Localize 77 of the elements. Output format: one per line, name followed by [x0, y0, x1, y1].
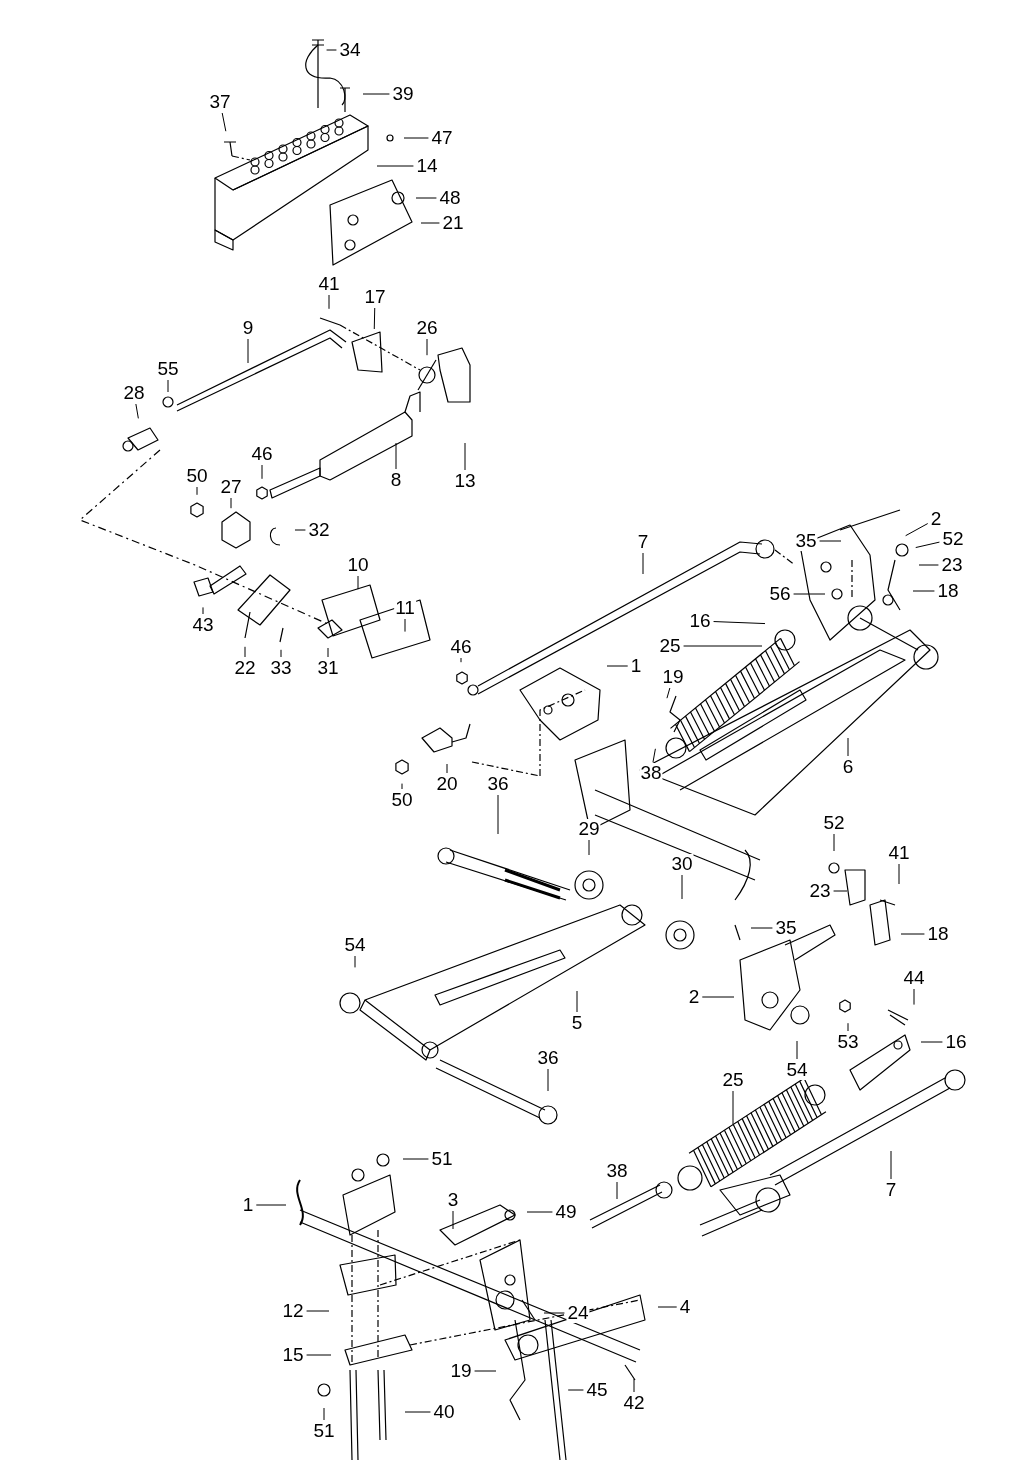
leader-line — [793, 593, 826, 595]
leader-line — [547, 1068, 549, 1092]
leader-line — [230, 497, 232, 509]
leader-line — [306, 1354, 332, 1356]
leader-line — [732, 1090, 734, 1125]
leader-line — [750, 927, 773, 929]
leader-line — [403, 137, 429, 139]
leader-line — [683, 645, 763, 647]
leader-line — [543, 1312, 565, 1314]
leader-line — [713, 621, 766, 625]
leader-line — [657, 1306, 678, 1308]
leader-line — [681, 874, 683, 900]
leader-line — [833, 833, 835, 852]
callout-number: 35 — [794, 531, 818, 551]
leader-line — [452, 1210, 454, 1230]
leader-line — [357, 575, 359, 590]
leader-line — [426, 338, 428, 356]
leader-line — [202, 606, 204, 615]
leader-line — [464, 442, 466, 471]
leader-line — [306, 1310, 330, 1312]
leader-line — [401, 783, 403, 790]
leader-line — [898, 863, 900, 885]
leader-line — [616, 1181, 618, 1200]
leader-line — [402, 1158, 429, 1160]
leader-line — [890, 1150, 892, 1180]
leader-line — [373, 307, 376, 330]
leader-line — [415, 197, 437, 199]
leader-line — [280, 649, 282, 658]
leader-line — [474, 1370, 497, 1372]
leader-line — [323, 1407, 325, 1421]
leader-line — [404, 618, 406, 633]
leader-line — [221, 112, 227, 132]
callout-number: 38 — [639, 763, 663, 783]
leader-line — [404, 1411, 431, 1413]
leader-line — [247, 338, 249, 364]
leader-line — [652, 748, 656, 763]
leader-line — [701, 996, 735, 998]
leader-line — [526, 1211, 553, 1213]
leader-line — [567, 1389, 584, 1391]
leader-line — [915, 541, 940, 549]
leader-line — [796, 1040, 798, 1060]
leader-line — [395, 442, 397, 470]
leader-line — [446, 763, 448, 774]
leader-line — [588, 839, 590, 856]
callout-number: 24 — [566, 1303, 590, 1323]
leader-line — [261, 464, 263, 480]
leader-line — [912, 590, 935, 592]
leader-line — [497, 794, 499, 835]
leader-line — [833, 890, 848, 892]
leader-line — [642, 552, 644, 575]
leader-line — [354, 955, 356, 968]
leader-line — [244, 646, 246, 658]
leader-line — [167, 379, 169, 393]
leader-line — [847, 1022, 849, 1032]
leader-line — [633, 1378, 635, 1393]
leader-line — [847, 737, 849, 757]
leader-line — [420, 222, 440, 224]
leader-line — [576, 990, 578, 1013]
leader-line — [918, 564, 939, 566]
leader-line — [135, 403, 139, 419]
leader-line — [196, 486, 198, 496]
leader-line — [328, 294, 330, 310]
leader-line — [905, 523, 929, 537]
callout-number: 54 — [785, 1060, 809, 1080]
leader-line — [913, 988, 915, 1006]
leader-line — [376, 165, 414, 167]
leader-line — [326, 49, 337, 51]
leader-line — [460, 657, 462, 663]
leader-line — [362, 93, 390, 95]
leader-line — [255, 1204, 287, 1206]
leader-line — [327, 647, 329, 658]
leader-line — [606, 665, 629, 667]
leader-line — [900, 933, 925, 935]
leader-line — [819, 540, 842, 542]
leader-line — [294, 529, 306, 531]
leader-line — [920, 1041, 943, 1043]
leader-line — [666, 687, 671, 699]
